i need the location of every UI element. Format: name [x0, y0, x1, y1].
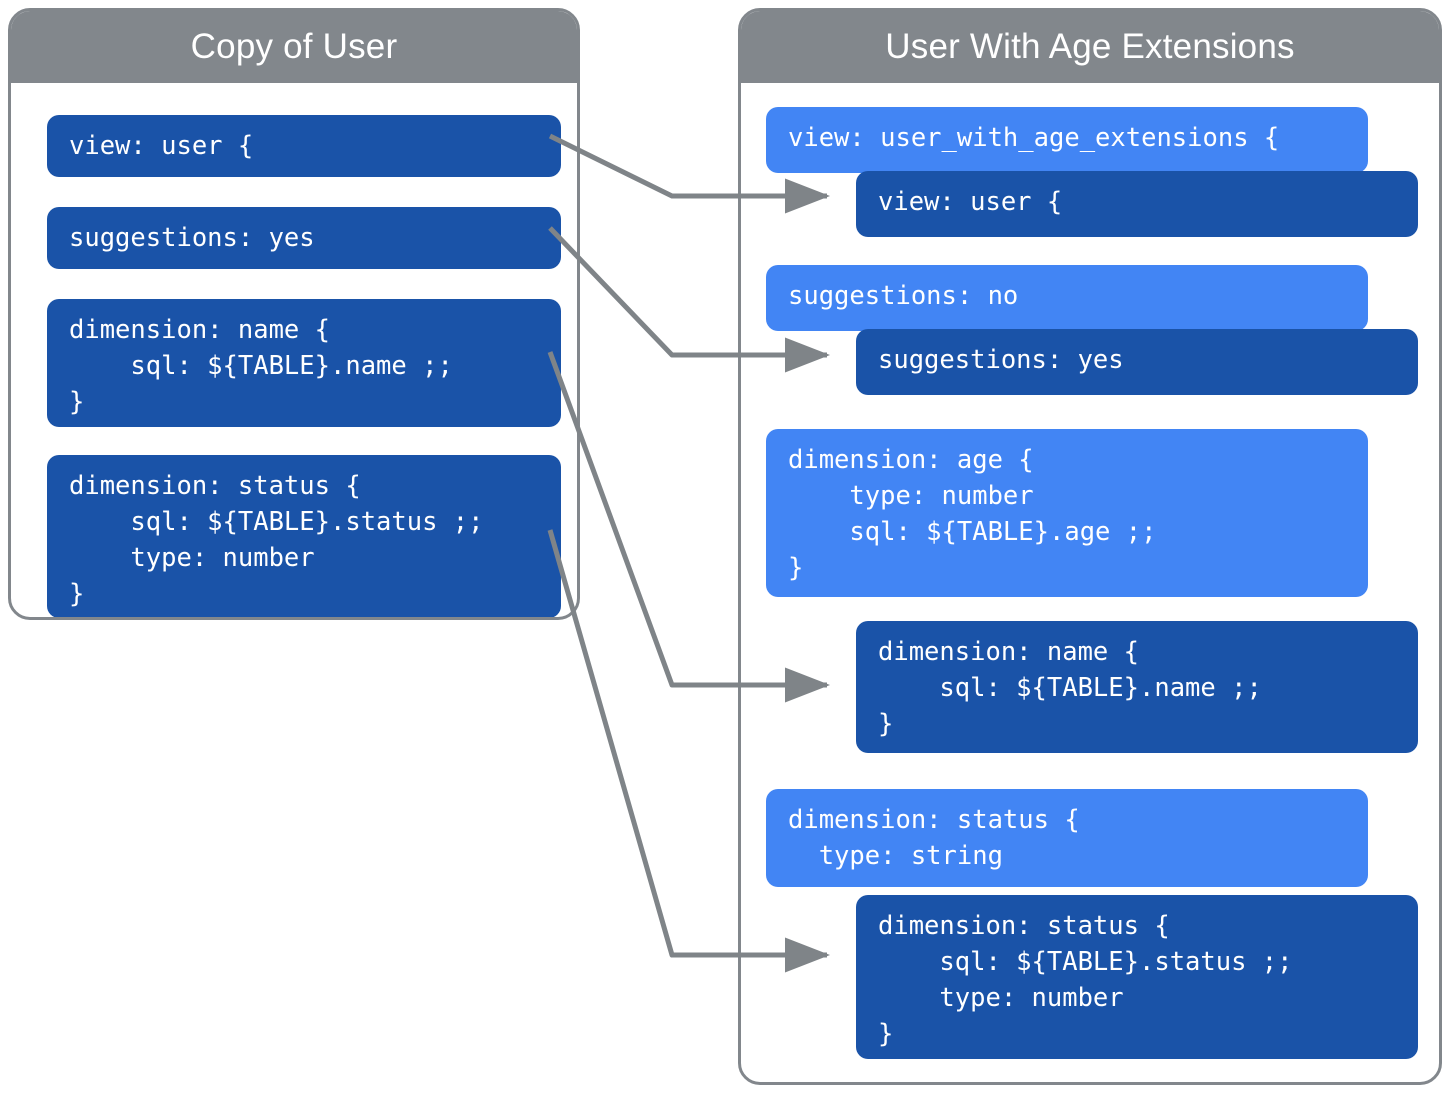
block-suggestions-yes-inherited: suggestions: yes: [856, 329, 1418, 395]
block-suggestions-yes: suggestions: yes: [47, 207, 561, 269]
block-suggestions-no: suggestions: no: [766, 265, 1368, 331]
block-dimension-status-override: dimension: status { type: string: [766, 789, 1368, 887]
panel-copy-of-user: Copy of User view: user { suggestions: y…: [8, 8, 580, 620]
block-dimension-name: dimension: name { sql: ${TABLE}.name ;; …: [47, 299, 561, 427]
block-dimension-status-inherited: dimension: status { sql: ${TABLE}.status…: [856, 895, 1418, 1059]
block-dimension-status: dimension: status { sql: ${TABLE}.status…: [47, 455, 561, 617]
panel-left-title: Copy of User: [11, 11, 577, 83]
panel-right-title: User With Age Extensions: [741, 11, 1439, 83]
panel-user-with-age-extensions: User With Age Extensions view: user_with…: [738, 8, 1442, 1085]
block-dimension-age: dimension: age { type: number sql: ${TAB…: [766, 429, 1368, 597]
block-view-user-with-age-extensions: view: user_with_age_extensions {: [766, 107, 1368, 173]
block-dimension-name-inherited: dimension: name { sql: ${TABLE}.name ;; …: [856, 621, 1418, 753]
block-view-user-inherited: view: user {: [856, 171, 1418, 237]
block-view-user: view: user {: [47, 115, 561, 177]
